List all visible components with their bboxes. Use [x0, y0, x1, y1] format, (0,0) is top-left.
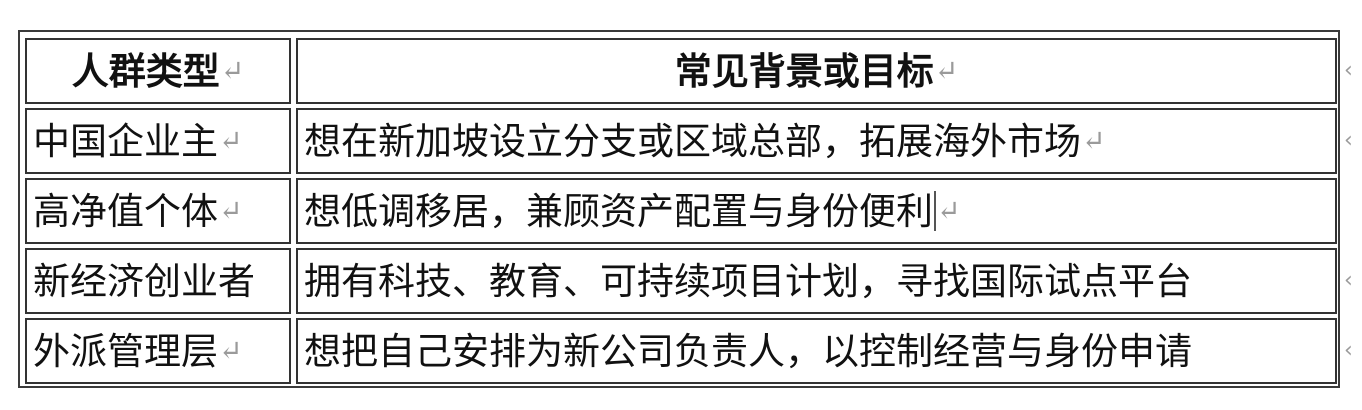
- cell-text: 中国企业主: [33, 119, 218, 163]
- text-cursor: [934, 191, 936, 231]
- cell-text: 想在新加坡设立分支或区域总部，拓展海外市场: [304, 119, 1081, 163]
- cell-text: 外派管理层: [33, 329, 218, 373]
- table-cell-goal[interactable]: 想把自己安排为新公司负责人，以控制经营与身份申请: [296, 318, 1337, 384]
- cell-text: 想低调移居，兼顾资产配置与身份便利: [304, 189, 933, 233]
- document-table: [18, 30, 1340, 388]
- paragraph-mark-icon: ↵: [219, 194, 243, 227]
- row-end-mark-icon: ‹: [1344, 338, 1353, 363]
- table-cell-type[interactable]: 外派管理层↵: [25, 318, 291, 384]
- paragraph-mark-icon: ↵: [219, 124, 243, 157]
- table-cell-goal[interactable]: 拥有科技、教育、可持续项目计划，寻找国际试点平台: [296, 248, 1337, 314]
- header-type-label: 人群类型: [71, 48, 220, 93]
- table-cell-type[interactable]: 中国企业主↵: [25, 108, 291, 174]
- row-end-mark-icon: ‹: [1344, 58, 1353, 83]
- header-goal-label: 常见背景或目标: [674, 48, 934, 93]
- table-cell-goal[interactable]: 想在新加坡设立分支或区域总部，拓展海外市场↵: [296, 108, 1337, 174]
- paragraph-mark-icon: ↵: [220, 54, 245, 87]
- cell-text: 拥有科技、教育、可持续项目计划，寻找国际试点平台: [304, 259, 1192, 303]
- row-end-mark-icon: ‹: [1344, 268, 1353, 293]
- row-end-mark-icon: ‹: [1344, 128, 1353, 153]
- paragraph-mark-icon: ↵: [1082, 124, 1106, 157]
- table-cell-type[interactable]: 高净值个体↵: [25, 178, 291, 244]
- cell-text: 新经济创业者: [33, 259, 255, 303]
- header-cell-goal[interactable]: 常见背景或目标↵: [296, 38, 1337, 104]
- paragraph-mark-icon: ↵: [937, 194, 961, 227]
- cell-text: 高净值个体: [33, 189, 218, 233]
- table-cell-type[interactable]: 新经济创业者: [25, 248, 291, 314]
- header-cell-type[interactable]: 人群类型↵: [25, 38, 291, 104]
- cell-text: 想把自己安排为新公司负责人，以控制经营与身份申请: [304, 329, 1192, 373]
- paragraph-mark-icon: ↵: [219, 334, 243, 367]
- table-cell-goal[interactable]: 想低调移居，兼顾资产配置与身份便利↵: [296, 178, 1337, 244]
- paragraph-mark-icon: ↵: [934, 54, 959, 87]
